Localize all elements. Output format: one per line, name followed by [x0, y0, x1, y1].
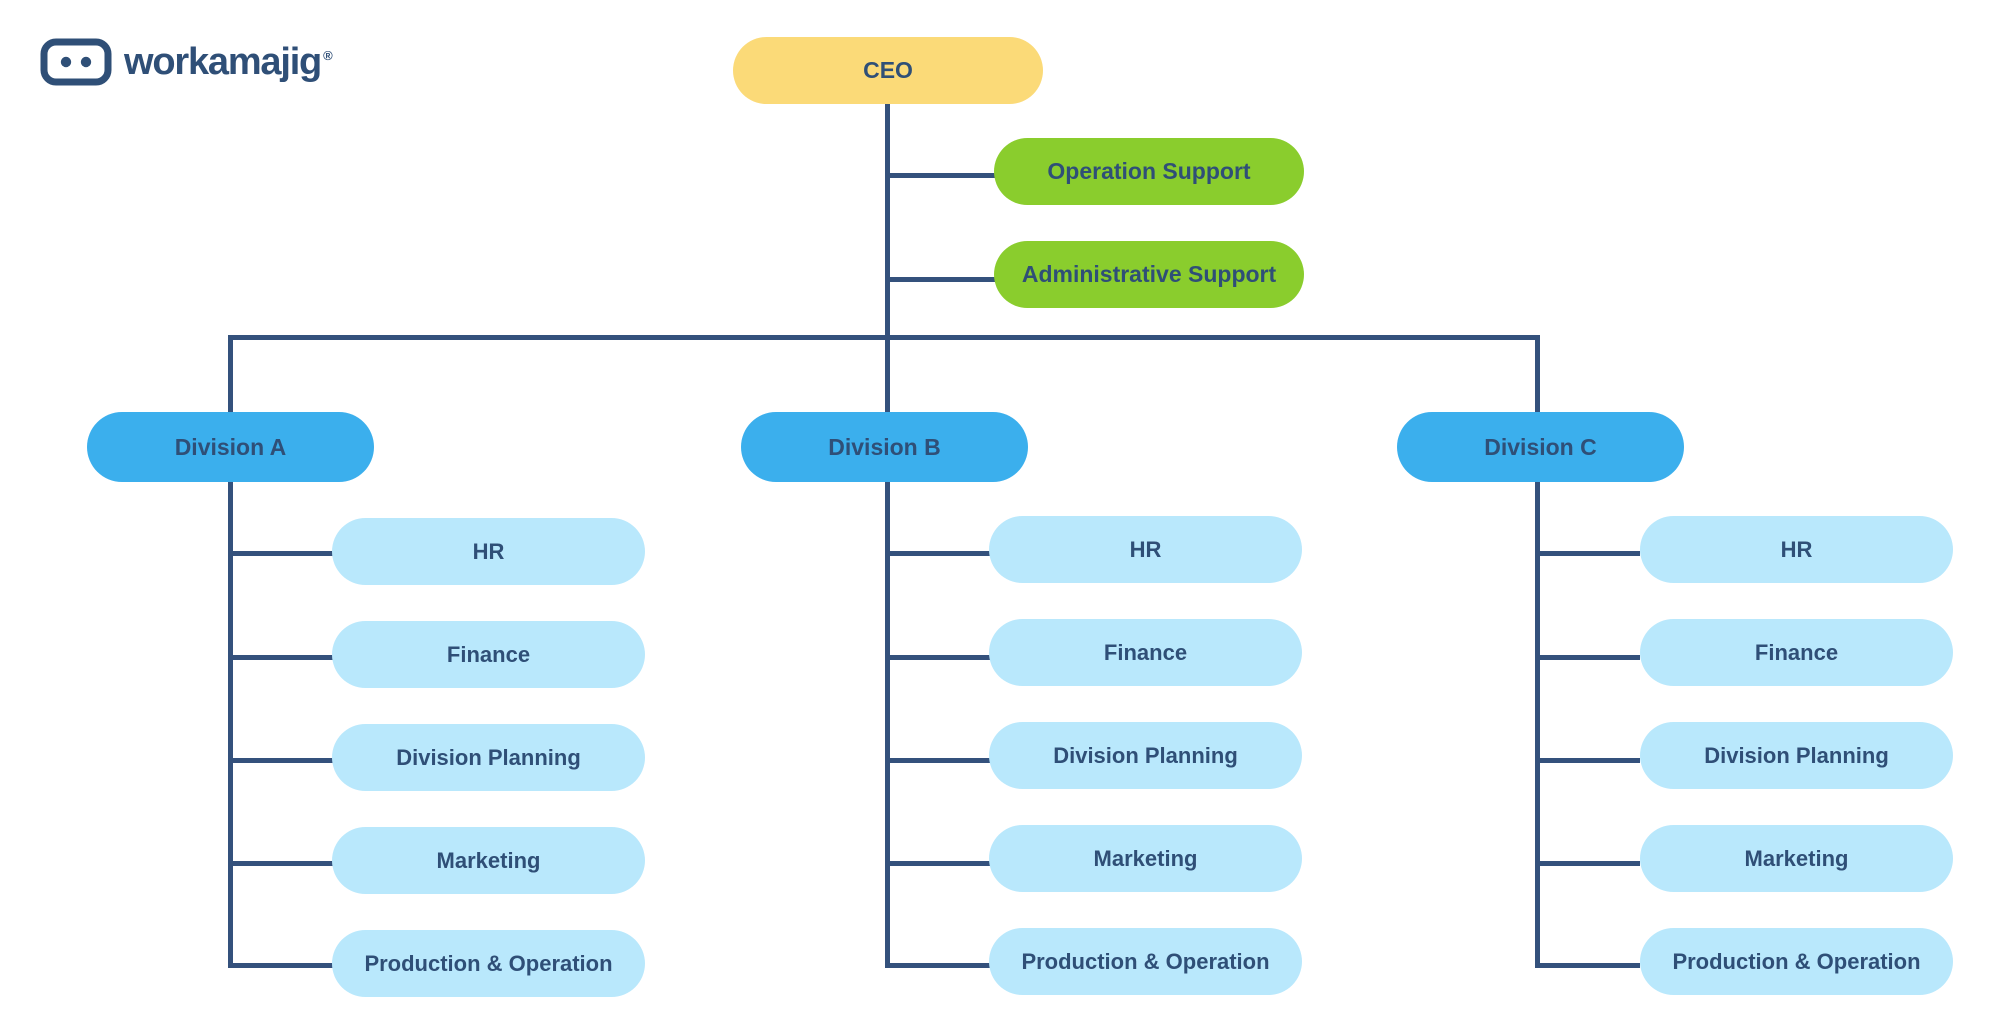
connector-division-a-dept-1: [228, 551, 333, 556]
connector-division-b-dept-4: [885, 861, 990, 866]
node-division-b-finance[interactable]: Finance: [989, 619, 1302, 686]
connector-division-c-dept-3: [1535, 758, 1640, 763]
node-division-c-hr[interactable]: HR: [1640, 516, 1953, 583]
node-division-c[interactable]: Division C: [1397, 412, 1684, 482]
brand-wordmark-text: workamajig: [124, 41, 322, 83]
brand-wordmark: workamajig®: [124, 41, 333, 83]
connector-division-bus: [228, 335, 1540, 340]
node-division-a-finance[interactable]: Finance: [332, 621, 645, 688]
connector-division-a-spine: [228, 482, 233, 968]
connector-bus-to-division-c: [1535, 335, 1540, 445]
robot-face-icon: [40, 38, 112, 86]
node-division-a-hr[interactable]: HR: [332, 518, 645, 585]
node-division-a-marketing[interactable]: Marketing: [332, 827, 645, 894]
node-ceo[interactable]: CEO: [733, 37, 1043, 104]
connector-division-b-dept-1: [885, 551, 990, 556]
node-division-a-division-planning[interactable]: Division Planning: [332, 724, 645, 791]
connector-division-c-dept-2: [1535, 655, 1640, 660]
workamajig-logo: workamajig®: [40, 38, 333, 86]
connector-division-c-dept-4: [1535, 861, 1640, 866]
connector-division-a-dept-4: [228, 861, 333, 866]
node-division-b[interactable]: Division B: [741, 412, 1028, 482]
node-division-b-division-planning[interactable]: Division Planning: [989, 722, 1302, 789]
node-administrative-support[interactable]: Administrative Support: [994, 241, 1304, 308]
node-division-a-production-operation[interactable]: Production & Operation: [332, 930, 645, 997]
connector-division-b-dept-5: [885, 963, 990, 968]
connector-division-c-dept-1: [1535, 551, 1640, 556]
node-division-c-finance[interactable]: Finance: [1640, 619, 1953, 686]
connector-ceo-to-operation-support: [885, 173, 1000, 178]
node-division-c-division-planning[interactable]: Division Planning: [1640, 722, 1953, 789]
connector-bus-to-division-a: [228, 335, 233, 445]
node-division-c-production-operation[interactable]: Production & Operation: [1640, 928, 1953, 995]
connector-division-a-dept-5: [228, 963, 333, 968]
connector-division-b-dept-3: [885, 758, 990, 763]
node-division-b-production-operation[interactable]: Production & Operation: [989, 928, 1302, 995]
connector-division-a-dept-3: [228, 758, 333, 763]
registered-trademark-icon: ®: [323, 48, 333, 64]
connector-division-b-dept-2: [885, 655, 990, 660]
connector-ceo-trunk: [885, 104, 890, 442]
connector-ceo-to-administrative-support: [885, 277, 1000, 282]
connector-division-c-dept-5: [1535, 963, 1640, 968]
node-division-b-hr[interactable]: HR: [989, 516, 1302, 583]
node-division-a[interactable]: Division A: [87, 412, 374, 482]
node-division-c-marketing[interactable]: Marketing: [1640, 825, 1953, 892]
connector-division-c-spine: [1535, 482, 1540, 968]
node-operation-support[interactable]: Operation Support: [994, 138, 1304, 205]
connector-division-b-spine: [885, 482, 890, 968]
node-division-b-marketing[interactable]: Marketing: [989, 825, 1302, 892]
connector-division-a-dept-2: [228, 655, 333, 660]
